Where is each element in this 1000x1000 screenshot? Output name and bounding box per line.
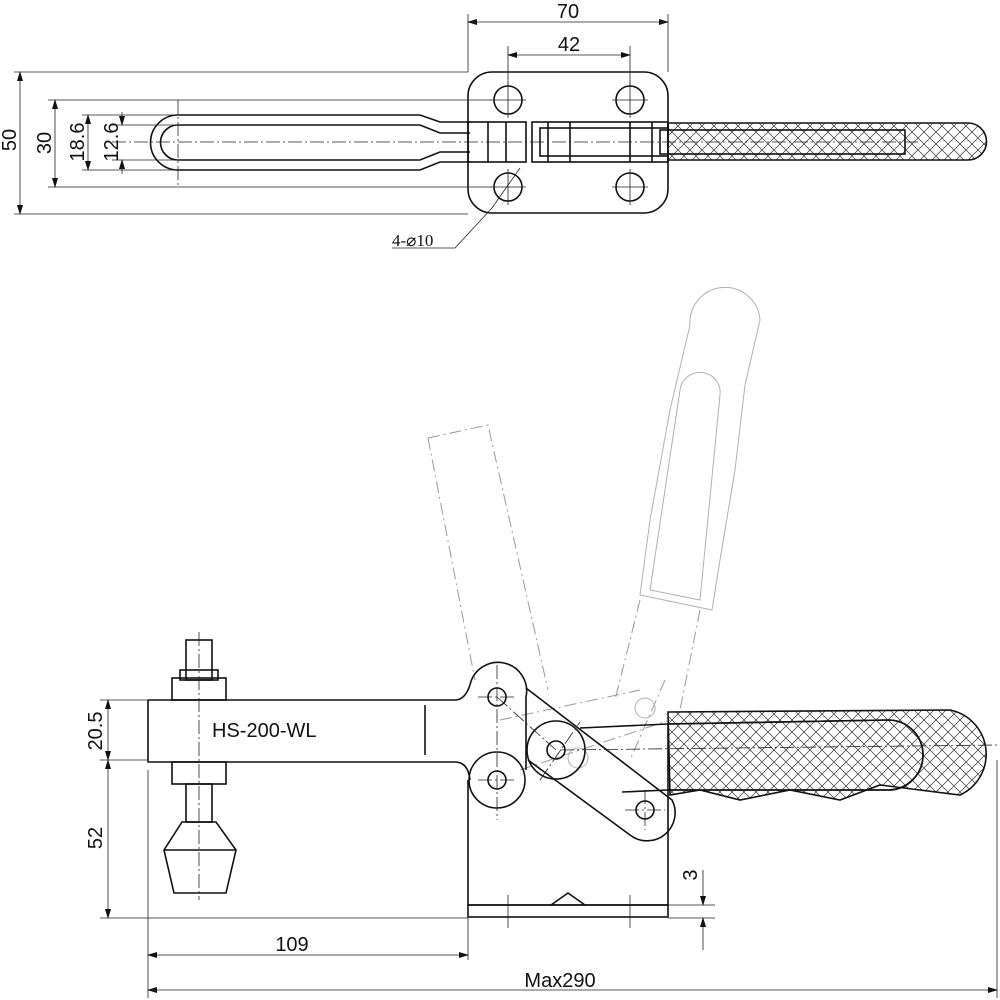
grip-top	[667, 122, 988, 161]
ghost-open-positions	[427, 286, 761, 771]
clamp-spindle	[163, 632, 237, 900]
dim-70: 70	[557, 1, 579, 23]
hole-callout: 4-⌀10	[392, 231, 433, 250]
handle-loop-inner	[159, 124, 470, 161]
dim-50: 50	[0, 129, 21, 151]
dim-max290: Max290	[524, 970, 595, 992]
dim-109: 109	[275, 934, 308, 956]
dim-52: 52	[85, 827, 107, 849]
dim-30: 30	[34, 132, 56, 154]
dim-12-6: 12.6	[101, 123, 123, 162]
model-label: HS-200-WL	[212, 720, 316, 742]
top-view: 4-⌀10 70 42 50 30 18.6 12.6	[0, 1, 988, 250]
dim-42: 42	[558, 34, 580, 56]
base-plate-side	[467, 904, 669, 918]
mounting-holes	[490, 82, 648, 205]
grip-side	[667, 709, 987, 801]
base-block	[467, 780, 669, 906]
side-view: HS-200-WL	[85, 286, 999, 998]
base-plate-top	[467, 71, 669, 214]
dim-3: 3	[680, 869, 702, 880]
dim-18-6: 18.6	[67, 123, 89, 162]
dim-20-5: 20.5	[85, 712, 107, 751]
handle-loop-outer	[149, 114, 470, 171]
